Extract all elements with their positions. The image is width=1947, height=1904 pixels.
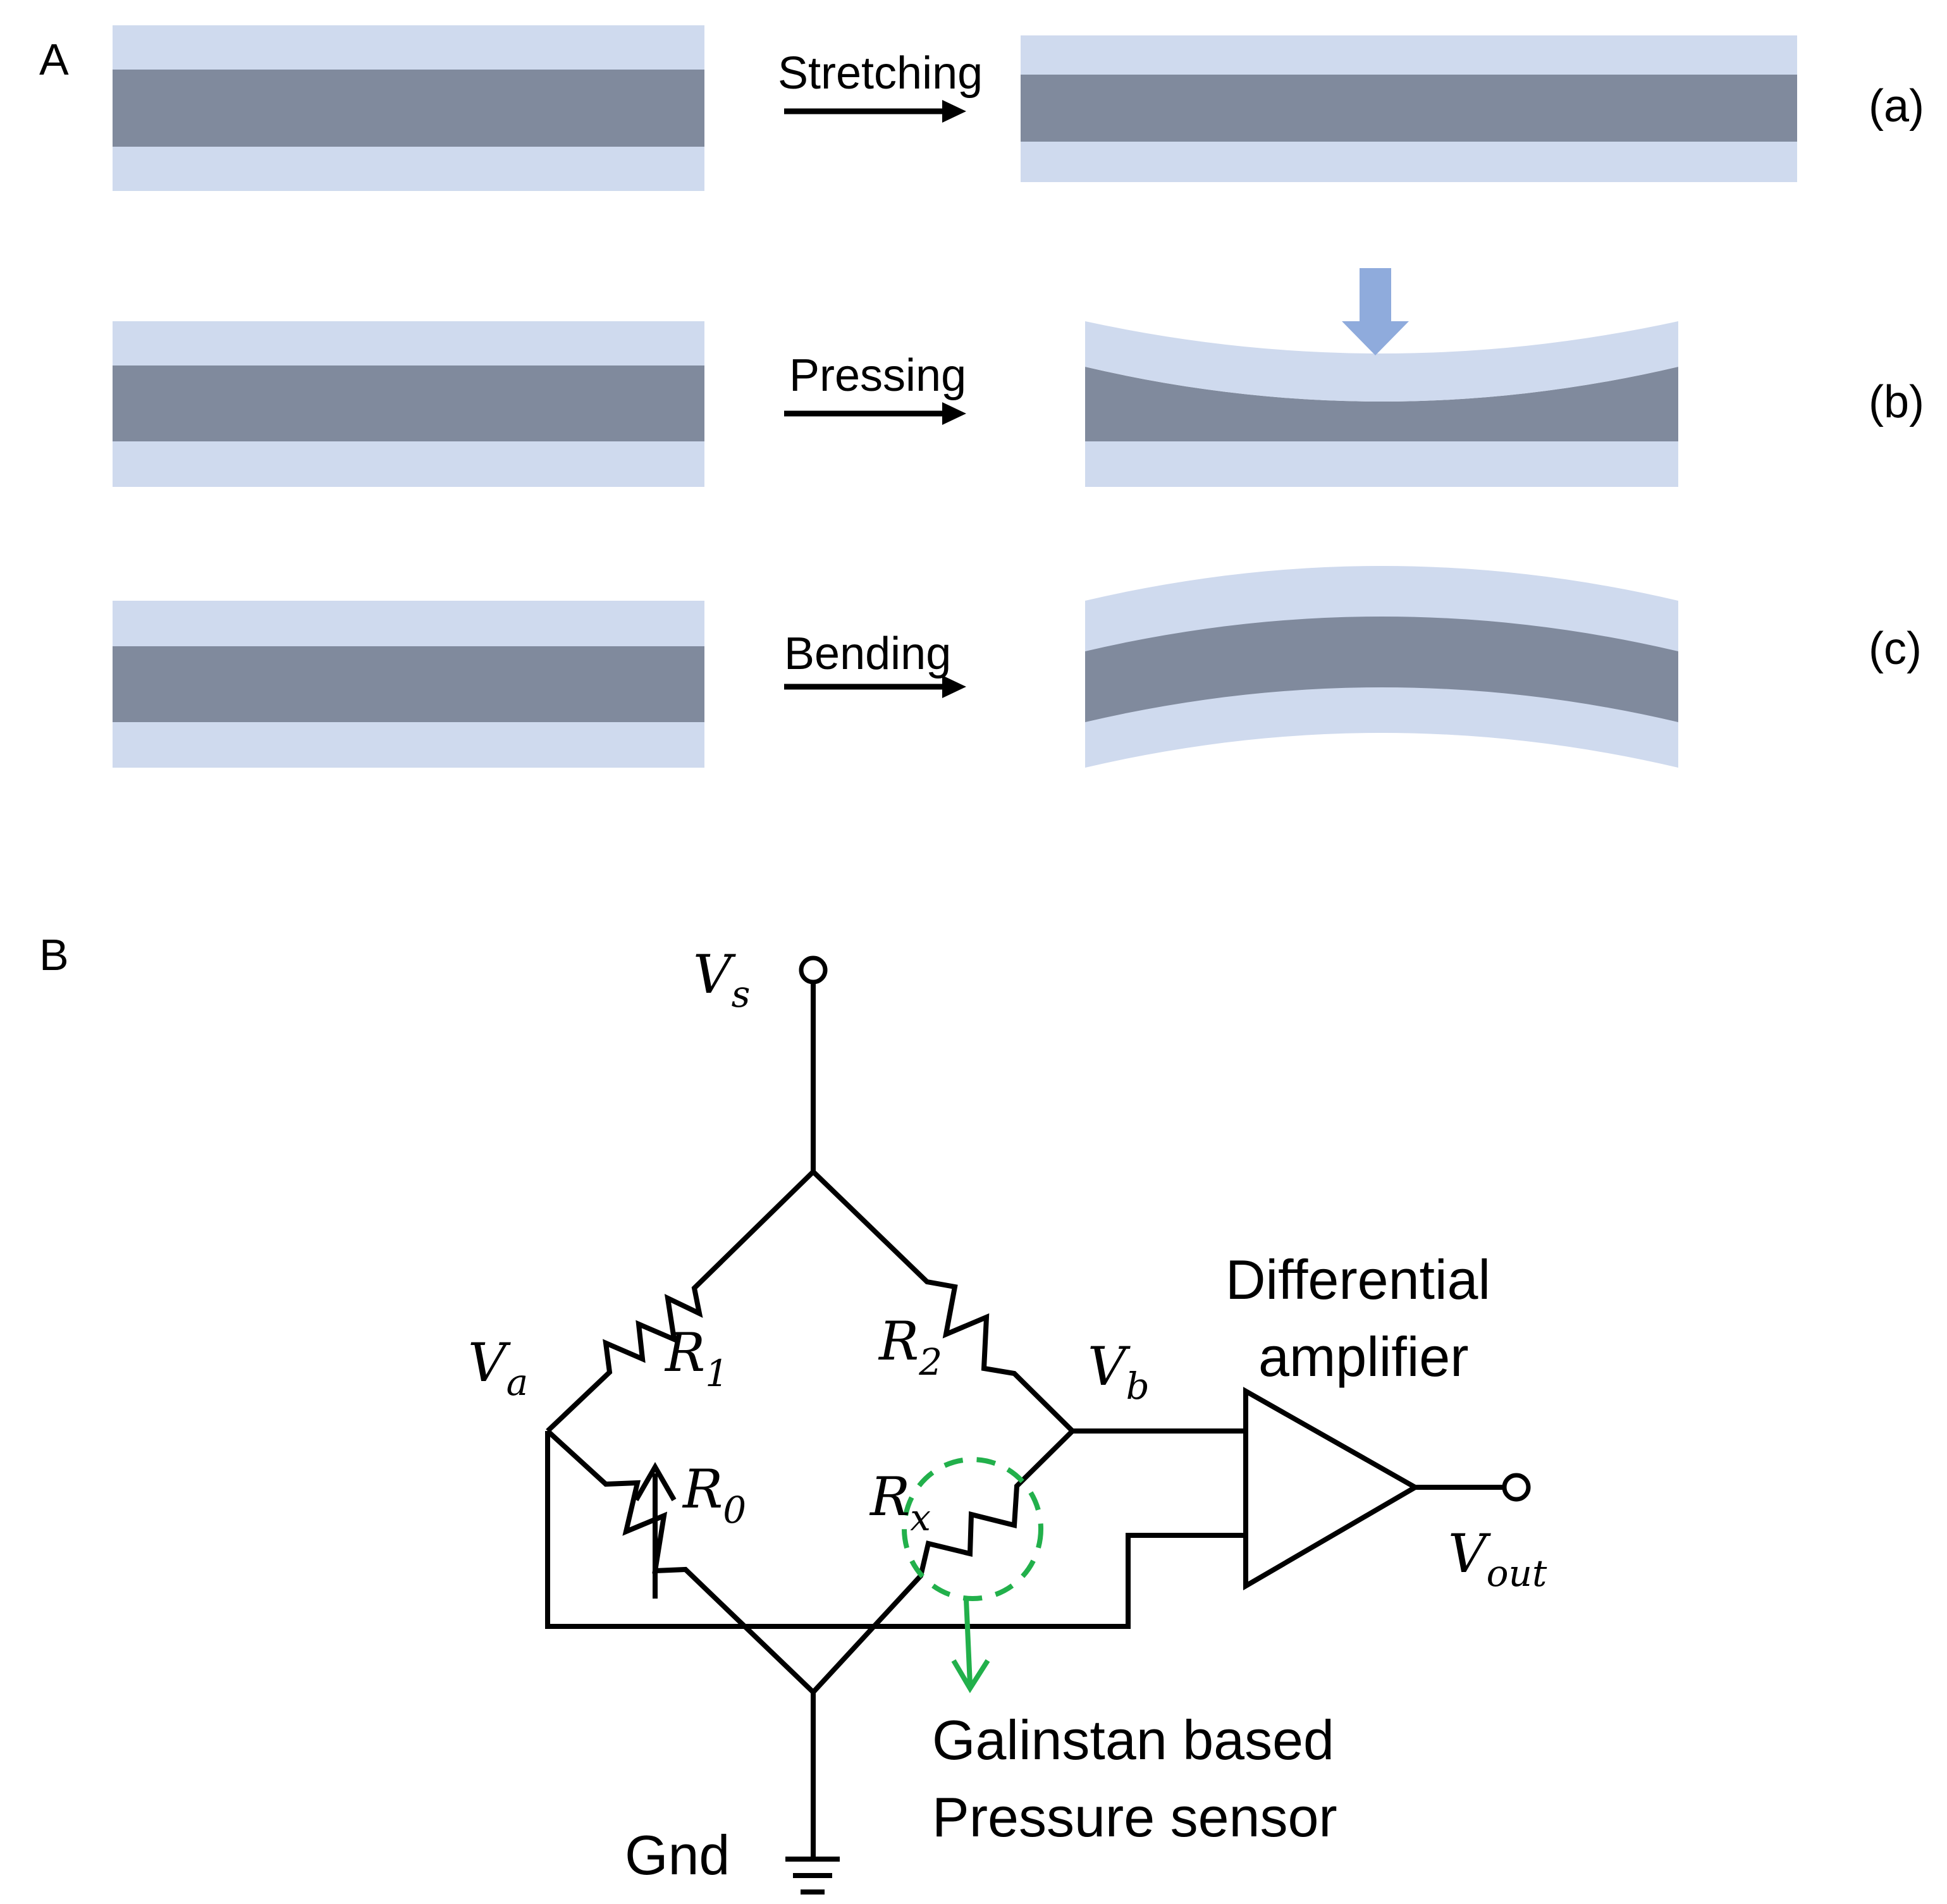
action-arrow — [784, 100, 966, 123]
sensor-label-line2: Pressure sensor — [932, 1786, 1337, 1848]
wheatstone-bridge-circuit — [545, 955, 1531, 1895]
label-r0: R0 — [682, 1458, 746, 1532]
row-bending: Bending (c) — [113, 566, 1922, 768]
sensor-dashed-circle — [902, 1457, 1043, 1601]
layer-stack-stretched — [1021, 35, 1797, 182]
label-rx: Rx — [869, 1466, 931, 1539]
sensor-label-line1: Galinstan based — [932, 1709, 1334, 1771]
sensor-pointer-line — [964, 1599, 973, 1685]
row-pressing: Pressing (b) — [113, 268, 1924, 487]
action-label-pressing: Pressing — [789, 350, 966, 401]
action-arrow — [784, 675, 966, 698]
resistor-rx — [811, 1429, 1074, 1694]
resistor-r1 — [546, 1170, 815, 1433]
action-arrow — [784, 402, 966, 425]
variable-resistor-arrowhead — [634, 1461, 677, 1501]
layer-stack-before — [113, 601, 704, 768]
layer-stack-before — [113, 321, 704, 487]
label-node-a-voltage: Va — [468, 1332, 528, 1404]
amplifier-label-line1: Differential — [1225, 1248, 1490, 1311]
sensor-highlight — [902, 1457, 1043, 1693]
ground-label: Gnd — [625, 1824, 730, 1886]
label-supply-voltage: Vs — [693, 943, 750, 1016]
layer-stack-pressed — [1085, 321, 1678, 487]
row-tag-a: (a) — [1869, 81, 1924, 132]
resistor-r0 — [546, 1429, 815, 1694]
resistor-r2 — [811, 1170, 1074, 1433]
sensor-pointer-arrowhead-icon — [951, 1659, 990, 1693]
label-output-voltage: Vout — [1448, 1523, 1547, 1595]
row-stretching: Stretching (a) — [113, 25, 1924, 191]
amplifier-triangle-icon — [1243, 1387, 1421, 1590]
press-arrow-icon — [1342, 268, 1409, 355]
label-node-b-voltage: Vb — [1088, 1336, 1150, 1408]
panel-a-label: A — [39, 35, 69, 84]
layer-stack-bent — [1085, 566, 1678, 768]
action-label-bending: Bending — [784, 629, 951, 679]
panel-b-label: B — [39, 930, 69, 980]
amplifier-label-line2: amplifier — [1258, 1325, 1469, 1388]
layer-stack-before — [113, 25, 704, 191]
output-terminal — [1502, 1473, 1531, 1502]
label-r2: R2 — [878, 1310, 942, 1384]
supply-terminal — [799, 955, 828, 985]
ground-icon — [785, 1836, 840, 1895]
row-tag-c: (c) — [1869, 623, 1922, 674]
label-r1: R1 — [664, 1322, 728, 1395]
feedback-wire-va — [545, 1431, 1246, 1629]
action-label-stretching: Stretching — [778, 48, 983, 99]
row-tag-b: (b) — [1869, 377, 1924, 427]
